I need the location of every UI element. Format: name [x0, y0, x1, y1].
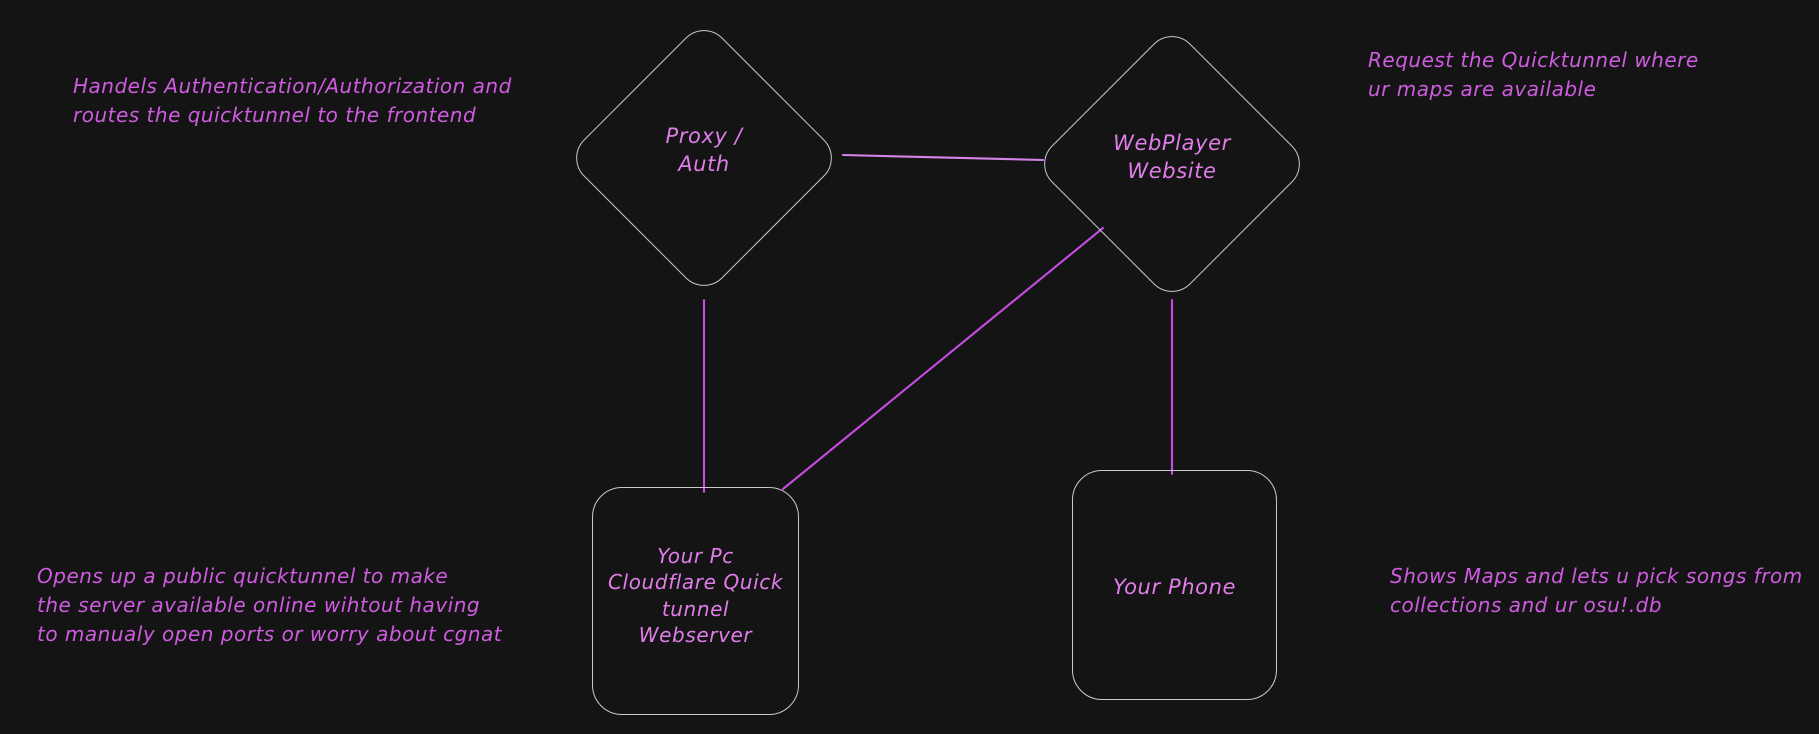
annotation-your-phone: Shows Maps and lets u pick songs from co…: [1390, 564, 1803, 617]
edge-webplayer-to-your-pc: [781, 226, 1105, 491]
node-your-pc[interactable]: [592, 487, 799, 715]
node-proxy-auth[interactable]: [565, 19, 843, 297]
node-webplayer-website[interactable]: [1033, 25, 1311, 303]
annotation-your-pc: Opens up a public quicktunnel to make th…: [37, 564, 503, 646]
annotation-webplayer-website: Request the Quicktunnel where ur maps ar…: [1368, 48, 1699, 101]
node-your-phone[interactable]: [1072, 470, 1277, 700]
annotation-proxy-auth: Handels Authentication/Authorization and…: [73, 74, 512, 127]
edge-proxy-to-webplayer: [841, 153, 1045, 162]
